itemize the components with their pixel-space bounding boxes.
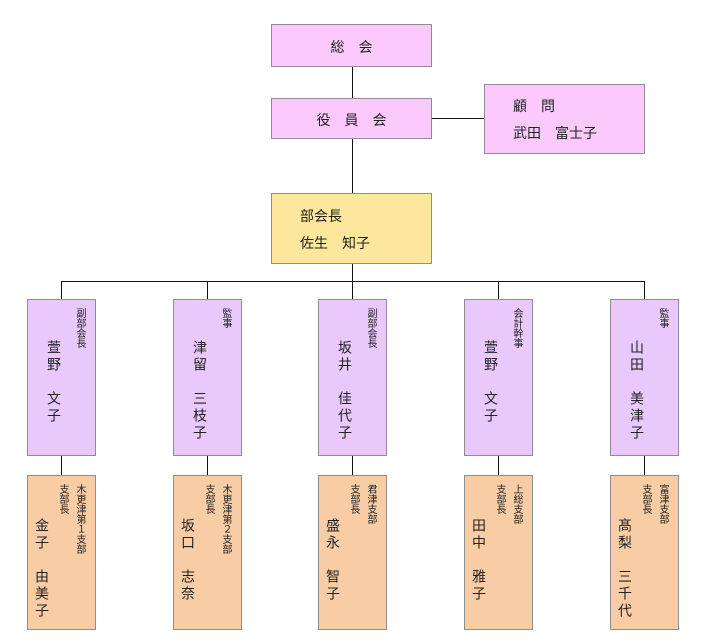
connector-horizontal-bus (61, 281, 645, 282)
branch-role: 支部長 (203, 484, 214, 514)
connector-officer-5 (644, 281, 645, 300)
connector-director-bus (352, 263, 353, 281)
connector-officer-4 (498, 281, 499, 300)
officer-name: 山田 美津子 (628, 340, 644, 442)
officer-name: 萱野 文子 (482, 340, 498, 425)
branch-role: 支部長 (348, 484, 359, 514)
director-role: 部会長 (300, 209, 342, 225)
connector-officer-1 (61, 281, 62, 300)
connector-branch-4 (498, 455, 499, 475)
officer-box-4: 会計幹事 萱野 文子 (464, 299, 533, 456)
officer-role: 会計幹事 (511, 308, 522, 348)
board-meeting-label: 役 員 会 (316, 113, 387, 129)
connector-branch-1 (61, 455, 62, 475)
connector-officer-3 (352, 281, 353, 300)
branch-name: 木更津第２支部 (220, 484, 231, 554)
branch-role: 支部長 (494, 484, 505, 514)
advisor-name: 武田 富士子 (513, 126, 597, 142)
connector-officer-2 (207, 281, 208, 300)
officer-name: 津留 三枝子 (191, 340, 207, 442)
branch-name: 君津支部 (365, 484, 376, 524)
branch-box-3: 君津支部 支部長 盛永 智子 (318, 475, 387, 630)
connector-branch-2 (207, 455, 208, 475)
officer-role: 監事 (657, 308, 668, 328)
officer-name: 萱野 文子 (45, 340, 61, 425)
advisor-role: 顧 問 (513, 99, 555, 115)
branch-name: 上総支部 (511, 484, 522, 524)
branch-box-1: 木更津第１支部 支部長 金子 由美子 (27, 475, 96, 630)
branch-leader-name: 田中 雅子 (470, 518, 486, 603)
board-meeting-box: 役 員 会 (271, 98, 432, 139)
branch-leader-name: 髙梨 三千代 (616, 518, 632, 620)
branch-box-4: 上総支部 支部長 田中 雅子 (464, 475, 533, 630)
connector-general-board (352, 66, 353, 98)
connector-branch-3 (352, 455, 353, 475)
connector-board-advisor (432, 118, 485, 119)
advisor-box: 顧 問 武田 富士子 (484, 84, 645, 154)
connector-branch-5 (644, 455, 645, 475)
branch-name: 富津支部 (657, 484, 668, 524)
branch-name: 木更津第１支部 (74, 484, 85, 554)
officer-box-2: 監事 津留 三枝子 (173, 299, 242, 456)
officer-box-5: 監事 山田 美津子 (610, 299, 679, 456)
officer-box-3: 副部会長 坂井 佳代子 (318, 299, 387, 456)
branch-box-5: 富津支部 支部長 髙梨 三千代 (610, 475, 679, 630)
officer-box-1: 副部会長 萱野 文子 (27, 299, 96, 456)
director-box: 部会長 佐生 知子 (271, 193, 432, 264)
officer-role: 監事 (220, 308, 231, 328)
branch-role: 支部長 (57, 484, 68, 514)
general-meeting-label: 総 会 (330, 40, 373, 56)
director-name: 佐生 知子 (300, 236, 370, 252)
branch-leader-name: 金子 由美子 (33, 518, 49, 620)
branch-box-2: 木更津第２支部 支部長 坂口 志奈 (173, 475, 242, 630)
officer-role: 副部会長 (365, 308, 376, 348)
officer-role: 副部会長 (74, 308, 85, 348)
officer-name: 坂井 佳代子 (336, 340, 352, 442)
branch-leader-name: 盛永 智子 (324, 518, 340, 603)
branch-leader-name: 坂口 志奈 (179, 518, 195, 603)
branch-role: 支部長 (640, 484, 651, 514)
connector-board-director (352, 139, 353, 194)
general-meeting-box: 総 会 (271, 24, 432, 67)
